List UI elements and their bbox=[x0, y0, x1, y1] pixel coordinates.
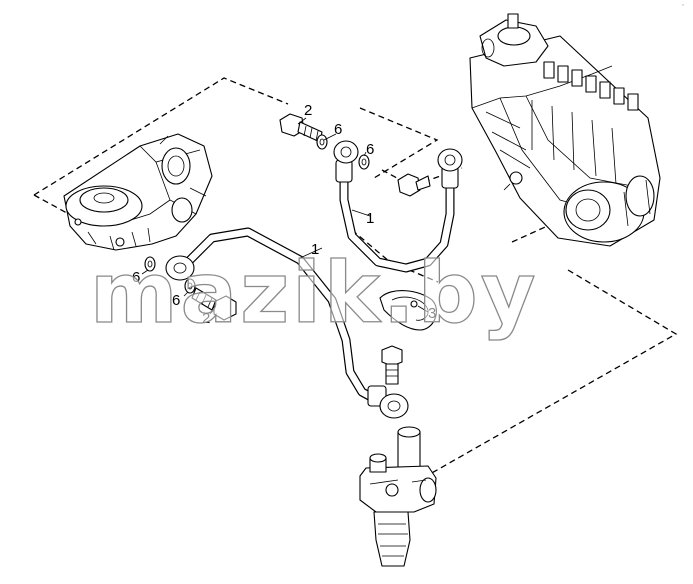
filter-housing bbox=[63, 133, 213, 251]
callout-numbers: 2 6 6 1 1 3 6 6 2 bbox=[132, 102, 436, 327]
banjo-fittings bbox=[165, 140, 463, 419]
pump-governor-top bbox=[479, 13, 549, 67]
callout-3-clamp: 3 bbox=[428, 305, 436, 322]
priming-pump bbox=[359, 426, 437, 567]
callout-leaders bbox=[141, 117, 429, 315]
fuel-lines bbox=[181, 165, 455, 409]
callout-6-left-a: 6 bbox=[132, 269, 140, 286]
corner-mark: ° bbox=[682, 4, 684, 10]
washer-left-a bbox=[144, 256, 156, 272]
callout-6-upper-b: 6 bbox=[366, 141, 374, 158]
injection-pump bbox=[469, 13, 661, 247]
callout-1-upper: 1 bbox=[366, 210, 374, 227]
washer-left-b bbox=[184, 278, 196, 294]
callout-2-upper: 2 bbox=[304, 102, 312, 119]
pump-feed-unit bbox=[563, 175, 655, 243]
callout-6-upper-a: 6 bbox=[334, 121, 342, 138]
sealing-washers bbox=[144, 134, 370, 294]
washer-upper-a bbox=[316, 134, 328, 150]
callout-6-left-b: 6 bbox=[172, 292, 180, 309]
callout-1-lower: 1 bbox=[311, 241, 319, 258]
hollow-bolts bbox=[191, 113, 431, 385]
callout-2-lower: 2 bbox=[202, 310, 210, 327]
washer-upper-b bbox=[358, 154, 370, 170]
watermark-text: mazik.by bbox=[90, 244, 539, 342]
pipe-clamp bbox=[379, 290, 437, 331]
pump-delivery-valves bbox=[543, 61, 639, 111]
